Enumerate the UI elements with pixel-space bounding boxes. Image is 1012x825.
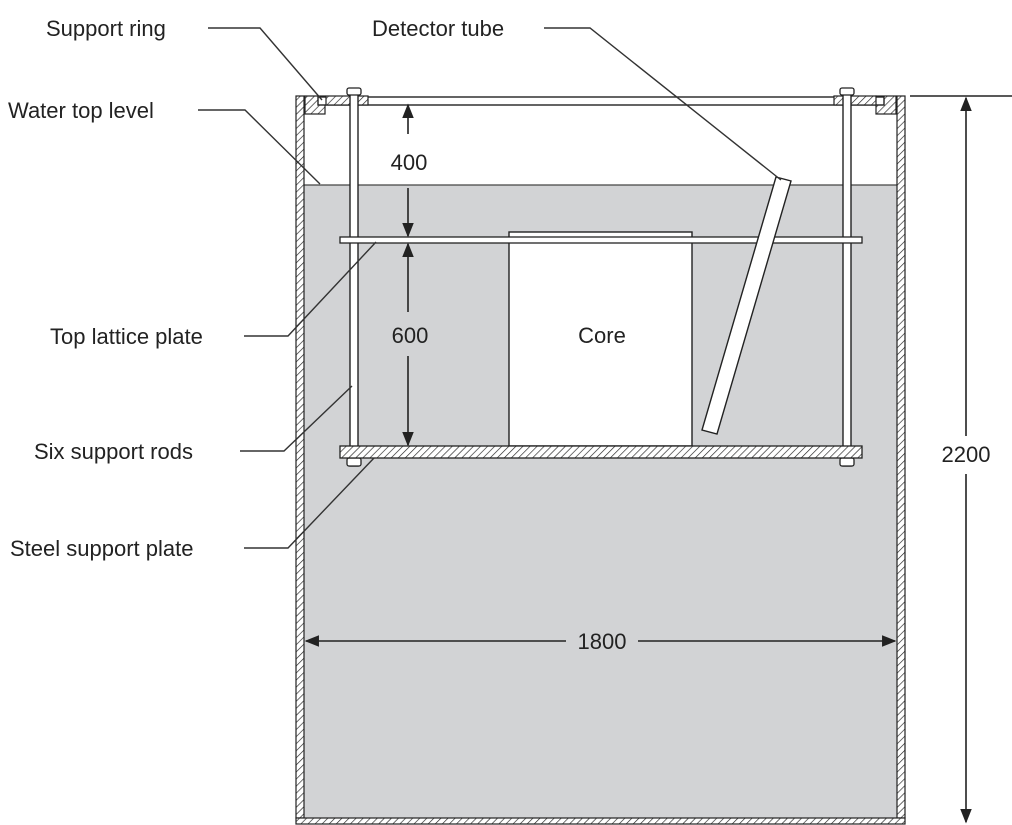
leader-six-support-rods <box>240 385 353 452</box>
top-bar-clamp-left <box>325 95 369 106</box>
support-rod-right <box>842 91 852 467</box>
detector-tube <box>701 176 792 435</box>
leader-steel-support-plate <box>244 457 375 549</box>
leader-support-ring <box>208 27 323 101</box>
top-lattice-plate <box>339 236 863 244</box>
leader-top-lattice-plate <box>244 241 377 337</box>
label-six-support-rods: Six support rods <box>34 439 193 464</box>
label-detector-tube: Detector tube <box>372 16 504 41</box>
label-steel-support-plate: Steel support plate <box>10 536 193 561</box>
label-support-ring: Support ring <box>46 16 166 41</box>
label-top-lattice-plate: Top lattice plate <box>50 324 203 349</box>
dimension-2200-text: 2200 <box>942 442 991 467</box>
top-support-bar <box>317 96 885 106</box>
dimension-400-text: 400 <box>391 150 428 175</box>
dimension-1800-text: 1800 <box>578 629 627 654</box>
rod-nut-top-left <box>346 87 362 96</box>
steel-support-plate <box>339 445 863 459</box>
label-water-top-level: Water top level <box>8 98 154 123</box>
leader-water-top-level <box>198 109 321 185</box>
tank-bottom <box>295 817 906 825</box>
rod-nut-top-right <box>839 87 855 96</box>
support-rod-left <box>349 91 359 467</box>
dimension-600-text: 600 <box>392 323 429 348</box>
core-block <box>508 231 693 447</box>
tank-left-wall <box>295 95 305 819</box>
leader-detector-tube <box>544 27 782 181</box>
rod-nut-bottom-left <box>346 457 362 467</box>
rod-nut-bottom-right <box>839 457 855 467</box>
top-bar-clamp-right <box>833 95 877 106</box>
label-core: Core <box>578 323 626 348</box>
tank-right-wall <box>896 95 906 819</box>
